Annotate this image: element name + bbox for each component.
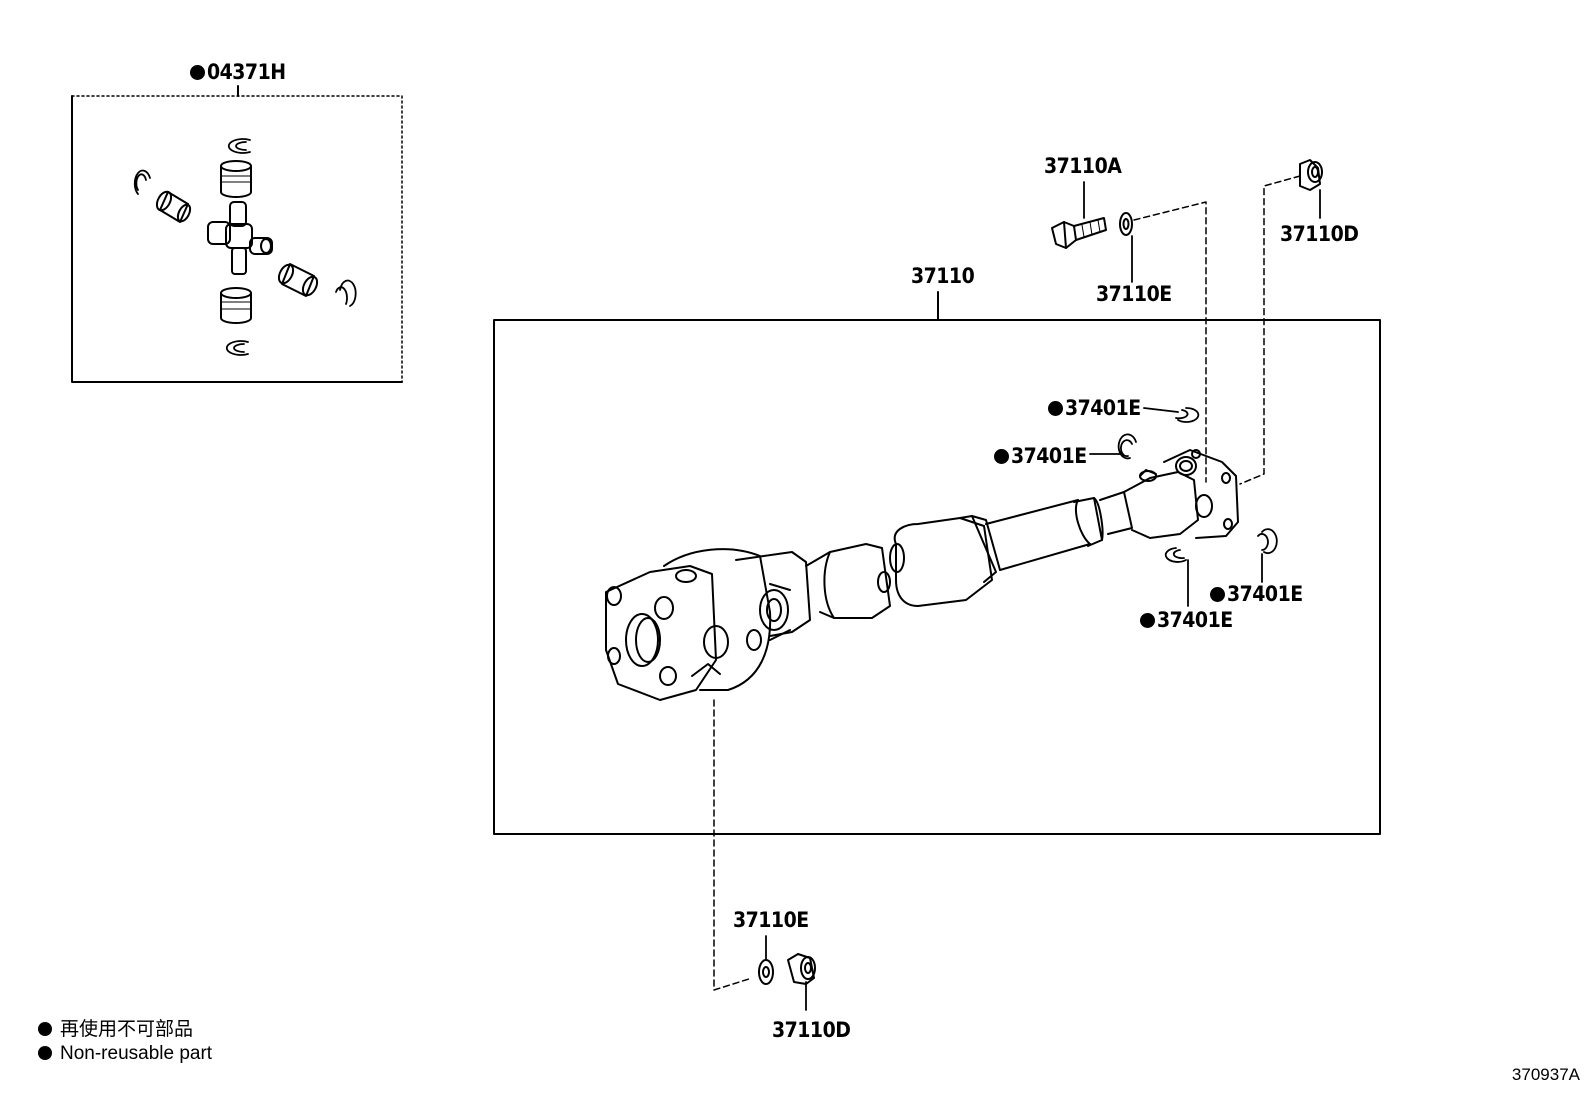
leader-lines — [765, 181, 1321, 1011]
part-label-spider-kit[interactable]: 04371H — [190, 62, 286, 83]
non-reusable-dot-icon — [38, 1046, 52, 1060]
non-reusable-dot-icon — [38, 1022, 52, 1036]
nut-icon — [1299, 159, 1323, 191]
non-reusable-dot-icon — [994, 449, 1009, 464]
propeller-shaft-icon — [605, 449, 1239, 701]
spider-kit-box — [71, 85, 403, 383]
spider-cross-icon — [207, 201, 273, 275]
non-reusable-dot-icon — [1210, 587, 1225, 602]
part-label-snap-ring-3[interactable]: 37401E — [1210, 584, 1303, 605]
part-label-nut-top[interactable]: 37110D — [1280, 222, 1359, 246]
catalog-number: 370937A — [1511, 1065, 1580, 1084]
legend-jp: 再使用不可部品 — [38, 1020, 193, 1039]
washer-icon — [758, 959, 774, 985]
bearing-cup-icon — [220, 287, 252, 324]
part-label-snap-ring-2[interactable]: 37401E — [994, 446, 1087, 467]
bearing-cup-icon — [220, 160, 252, 198]
part-label-washer-top[interactable]: 37110E — [1096, 282, 1172, 306]
non-reusable-dot-icon — [1140, 613, 1155, 628]
bolt-icon — [1051, 217, 1107, 249]
part-label-nut-bottom[interactable]: 37110D — [772, 1018, 851, 1042]
part-label-shaft-assy[interactable]: 37110 — [911, 264, 975, 288]
snap-ring-icon — [133, 138, 357, 356]
assembly-guide-lines — [713, 175, 1301, 991]
legend-en: Non-reusable part — [38, 1044, 212, 1063]
non-reusable-dot-icon — [190, 65, 205, 80]
part-label-bolt-top[interactable]: 37110A — [1044, 154, 1122, 178]
snap-ring-icon — [1117, 407, 1278, 563]
bearing-cup-icon — [155, 190, 192, 223]
part-label-snap-ring-4[interactable]: 37401E — [1140, 610, 1233, 631]
shaft-assembly-box — [493, 291, 1381, 835]
part-label-snap-ring-1[interactable]: 37401E — [1048, 398, 1141, 419]
non-reusable-dot-icon — [1048, 401, 1063, 416]
bearing-cup-icon — [277, 263, 319, 297]
part-label-washer-bottom[interactable]: 37110E — [733, 908, 809, 932]
nut-icon — [787, 953, 816, 985]
washer-icon — [1119, 212, 1133, 236]
